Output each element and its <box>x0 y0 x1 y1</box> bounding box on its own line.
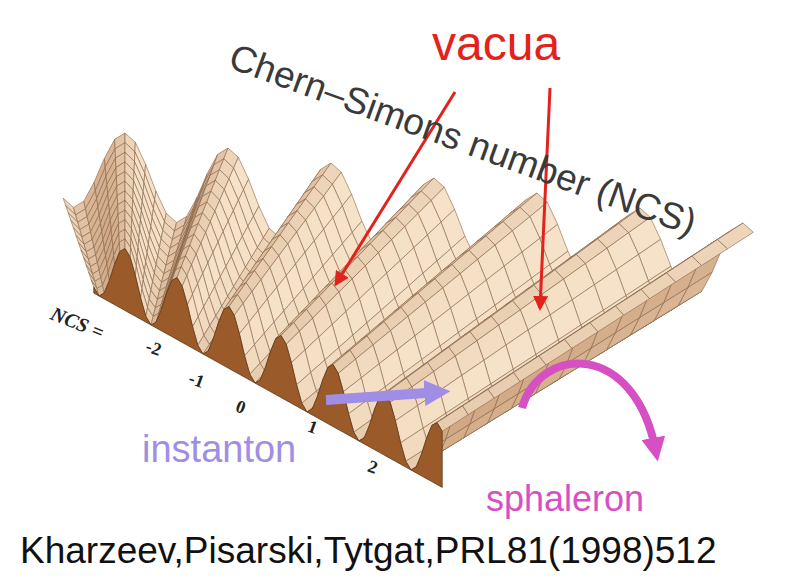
tick-number: 0 <box>233 396 249 419</box>
surface-cell <box>565 323 598 349</box>
vacua-arrow <box>540 88 550 308</box>
tick-number: 2 <box>365 456 381 479</box>
tick-number: 1 <box>305 416 321 439</box>
surface-cell <box>437 406 468 431</box>
axis-label: NCS = <box>47 302 107 344</box>
vacua-label: vacua <box>432 16 560 71</box>
surface-cell <box>488 373 520 399</box>
tick-number: -1 <box>186 368 207 393</box>
caption: Kharzeev,Pisarski,Tytgat,PRL81(1998)512 <box>20 530 717 573</box>
sphaleron-arrow <box>522 364 656 452</box>
sphaleron-label: sphaleron <box>486 478 644 519</box>
tick-number: -2 <box>143 336 164 361</box>
surface-cell <box>590 306 624 332</box>
instanton-label: instanton <box>142 428 296 472</box>
surface-cell <box>463 389 495 414</box>
instanton-arrow <box>326 392 440 400</box>
ridge-cross-section <box>94 249 442 488</box>
